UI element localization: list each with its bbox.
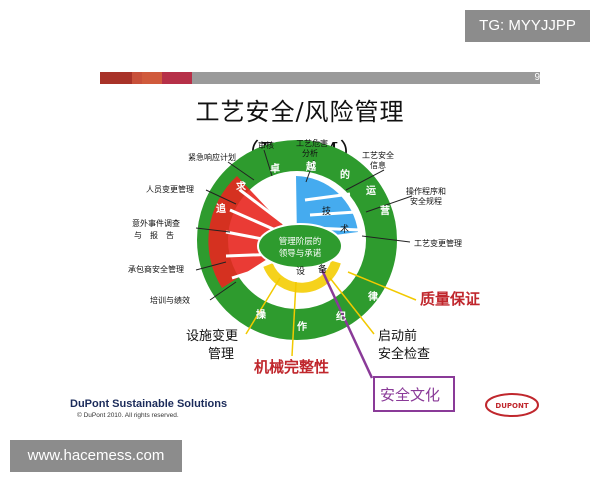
ring-char-ying: 营: [380, 204, 390, 217]
pssr-label-2: 安全检查: [378, 346, 430, 362]
safety-culture-label: 安全文化: [380, 386, 440, 404]
label-pha-2: 分析: [302, 148, 318, 158]
safety-culture-box: [373, 376, 455, 412]
footer-company: DuPont Sustainable Solutions: [70, 398, 228, 410]
label-moc: 工艺变更管理: [414, 238, 462, 248]
label-emergency: 紧急响应计划: [188, 152, 236, 162]
yellow-arc: [263, 260, 341, 293]
label-audit: 审核: [258, 140, 274, 150]
ring-char-cao: 操: [256, 308, 266, 321]
label-contractor: 承包商安全管理: [128, 264, 184, 274]
website-watermark: www.hacemess.com: [10, 440, 182, 472]
yellow-char-she: 设: [296, 266, 305, 277]
facility-change-label-1: 设施变更: [186, 328, 238, 344]
page-number: 9: [534, 72, 540, 83]
yellow-callout-lines: [245, 271, 417, 357]
pssr-label-1: 启动前: [378, 328, 417, 344]
blue-char-ji: 技: [322, 205, 331, 217]
mechanical-integrity-label: 机械完整性: [254, 358, 329, 376]
label-psi-2: 信息: [370, 160, 386, 170]
ring-char-zuo: 作: [297, 320, 307, 333]
footer-copyright: © DuPont 2010. All rights reserved.: [77, 412, 179, 419]
label-incident-1: 意外事件调查: [132, 218, 180, 228]
quality-assurance-label: 质量保证: [420, 290, 480, 308]
center-line-1: 管理阶层的: [279, 236, 322, 247]
svg-text:DUPONT: DUPONT: [495, 402, 528, 410]
culture-line: [320, 269, 374, 379]
ring-char-qiu: 求: [236, 180, 247, 193]
label-training: 培训与绩效: [150, 295, 190, 305]
red-sector: [208, 176, 297, 288]
label-pha-1: 工艺危害: [296, 138, 328, 148]
ring-char-ji: 纪: [336, 310, 346, 323]
facility-change-label-2: 管理: [208, 347, 234, 362]
ring-char-yue: 越: [305, 160, 317, 173]
slide-header-bar: [100, 72, 540, 84]
yellow-char-bei: 备: [318, 263, 327, 275]
blue-char-shu: 术: [340, 223, 349, 235]
label-personnel-change: 人员变更管理: [146, 184, 194, 194]
center-ellipse: [257, 223, 343, 269]
ring-char-zhuo: 卓: [270, 162, 280, 175]
label-sop-2: 安全规程: [410, 196, 442, 206]
ring-char-de: 的: [340, 168, 350, 181]
label-sop-1: 操作程序和: [406, 186, 446, 196]
telegram-badge: TG: MYYJJPP: [465, 10, 590, 42]
label-incident-2: 与 报 告: [134, 230, 174, 240]
center-line-2: 领导与承诺: [279, 248, 322, 259]
dupont-logo: DUPONT: [485, 393, 539, 417]
ring-char-yun: 运: [366, 185, 376, 197]
ring-char-zhui: 追: [216, 202, 227, 215]
label-psi-1: 工艺安全: [362, 150, 394, 160]
ring-char-lv: 律: [368, 290, 378, 303]
red-sector-bands: [225, 188, 283, 280]
callout-lines: [195, 149, 413, 301]
